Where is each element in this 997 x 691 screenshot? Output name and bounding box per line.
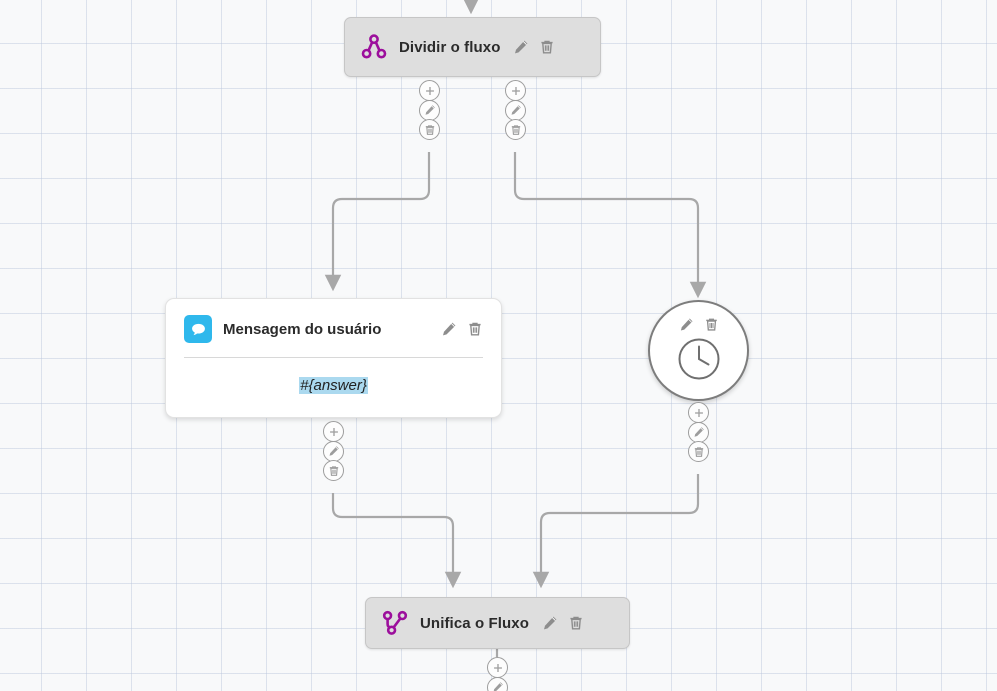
edit-icon[interactable] [505,99,526,121]
delete-icon[interactable] [539,39,556,56]
edge-split-to-delay [513,152,707,299]
delete-icon[interactable] [323,460,344,482]
connector-stack-split-out-right[interactable] [505,80,526,141]
message-card-header: Mensagem do usuário [166,299,501,343]
edge-split-to-message [324,152,431,292]
message-card-body: #{answer} [166,358,501,417]
connector-stack-delay-out[interactable] [688,402,709,463]
delete-icon[interactable] [567,615,584,632]
edit-icon[interactable] [487,676,508,691]
node-delay-clock[interactable] [648,300,749,401]
add-icon[interactable] [505,80,526,101]
node-title: Unifica o Fluxo [420,614,530,632]
card-divider [184,357,483,358]
add-icon[interactable] [323,421,344,442]
variable-token: #{answer} [299,377,368,394]
node-unifica-o-fluxo[interactable]: Unifica o Fluxo [365,597,630,649]
edit-icon[interactable] [678,316,695,333]
delete-icon[interactable] [703,316,720,333]
delete-icon[interactable] [505,119,526,141]
delete-icon[interactable] [466,321,483,338]
node-title: Mensagem do usuário [223,320,382,338]
edit-icon[interactable] [513,39,530,56]
merge-flow-icon [382,610,408,636]
edge-delay-to-merge [532,474,700,589]
connector-stack-merge-out[interactable] [487,657,508,691]
delete-icon[interactable] [419,119,440,141]
edit-icon[interactable] [688,421,709,443]
connector-stack-split-out-left[interactable] [419,80,440,141]
add-icon[interactable] [688,402,709,423]
edit-icon[interactable] [541,615,558,632]
node-actions [678,316,720,333]
node-dividir-o-fluxo[interactable]: Dividir o fluxo [344,17,601,77]
edit-icon[interactable] [419,99,440,121]
add-icon[interactable] [487,657,508,678]
edge-message-to-merge [331,493,462,589]
edit-icon[interactable] [323,440,344,462]
node-title: Dividir o fluxo [399,38,501,56]
speech-bubble-icon [184,315,212,343]
node-mensagem-do-usuario[interactable]: Mensagem do usuário [165,298,502,418]
node-actions [541,615,584,632]
node-actions [440,321,483,338]
add-icon[interactable] [419,80,440,101]
split-flow-icon [361,34,387,60]
node-actions [513,39,556,56]
clock-icon [677,337,721,386]
edit-icon[interactable] [440,321,457,338]
delete-icon[interactable] [688,441,709,463]
connector-stack-message-out[interactable] [323,421,344,482]
